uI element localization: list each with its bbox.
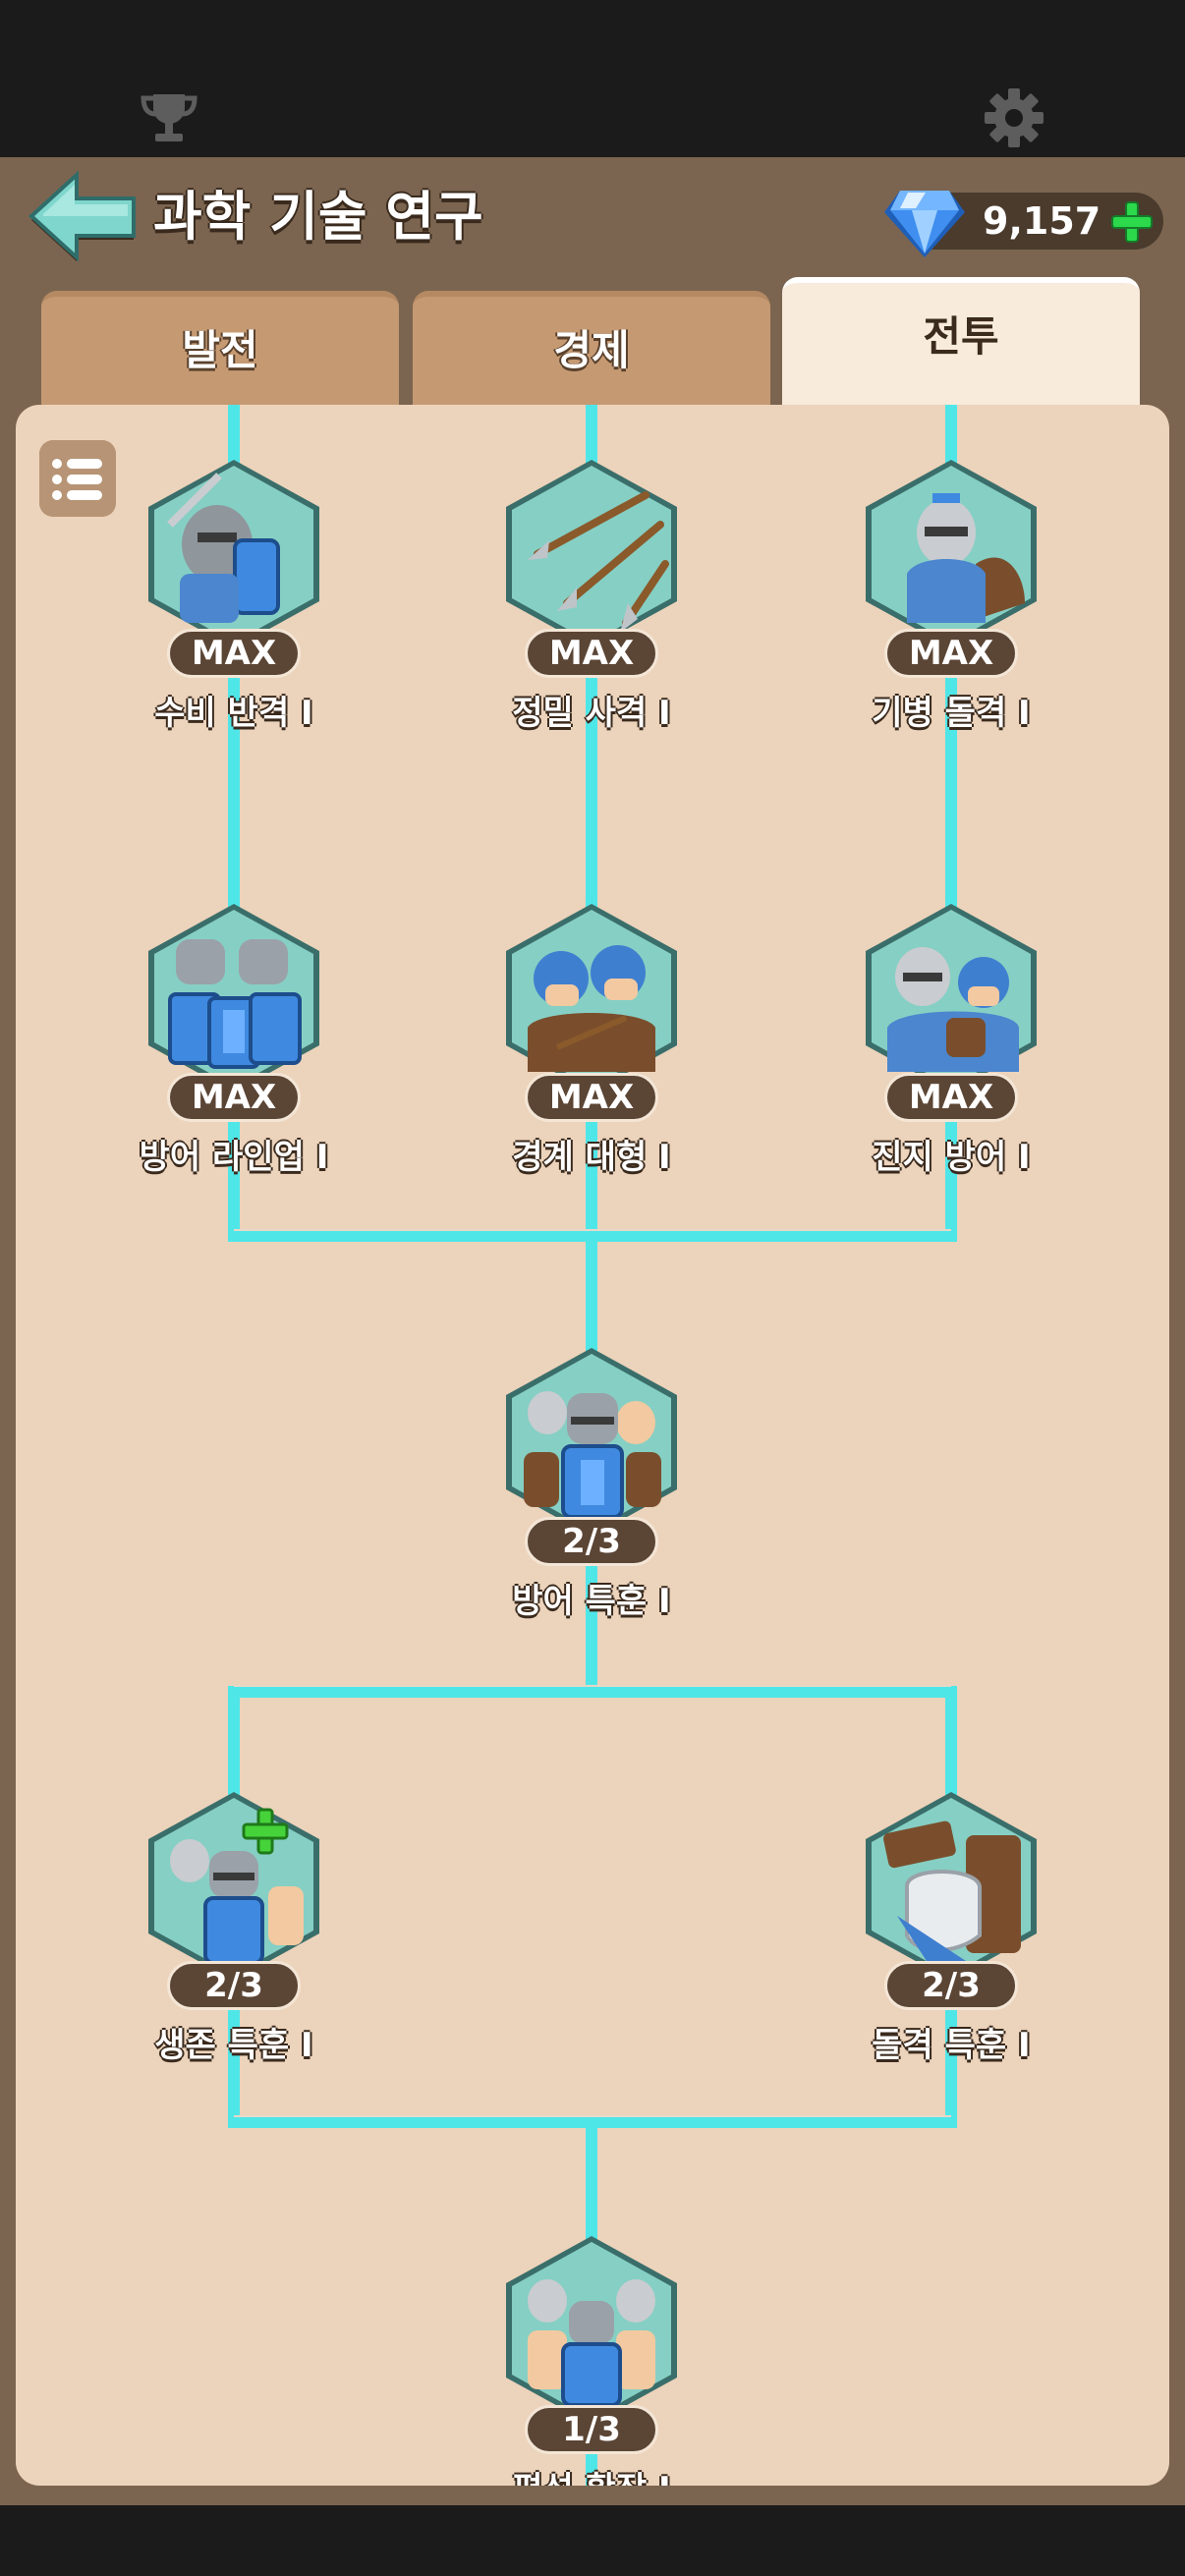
tech-node-defensive-counter[interactable]: MAX 수비 반격 I xyxy=(141,456,327,733)
list-icon[interactable] xyxy=(39,440,116,517)
soldiers-formation-icon xyxy=(506,904,677,1092)
tech-node-alert-formation[interactable]: MAX 경계 대형 I xyxy=(498,900,685,1177)
plus-icon[interactable] xyxy=(1110,200,1154,244)
level-badge: MAX xyxy=(525,1073,658,1122)
tech-node-defense-training[interactable]: 2/3 방어 특훈 I xyxy=(498,1344,685,1621)
tech-label: 방어 특훈 I xyxy=(512,1582,671,1621)
tech-label: 방어 라인업 I xyxy=(139,1138,329,1177)
level-badge: 2/3 xyxy=(884,1961,1018,2010)
trophy-icon[interactable] xyxy=(138,86,200,149)
army-expansion-icon xyxy=(506,2236,677,2425)
back-arrow-icon[interactable] xyxy=(24,169,140,263)
tech-label: 경계 대형 I xyxy=(512,1138,671,1177)
tab-economy[interactable]: 경제 xyxy=(413,291,770,409)
arrows-icon xyxy=(506,460,677,648)
defense-squad-icon xyxy=(506,1348,677,1537)
tech-label: 생존 특훈 I xyxy=(154,2026,313,2065)
tech-label: 수비 반격 I xyxy=(154,694,313,733)
tech-label: 편성 확장 I xyxy=(420,2462,763,2486)
level-badge: MAX xyxy=(884,1073,1018,1122)
fist-hammer-icon xyxy=(866,1792,1037,1981)
tech-label: 돌격 특훈 I xyxy=(872,2026,1031,2065)
shield-wall-icon xyxy=(148,904,319,1092)
tech-node-survival-training[interactable]: 2/3 생존 특훈 I xyxy=(141,1788,327,2065)
gear-icon[interactable] xyxy=(983,86,1045,149)
navigation-area xyxy=(0,2505,1185,2576)
tech-node-formation-expansion[interactable]: 1/3 편성 확장 I xyxy=(498,2232,685,2486)
page-title: 과학 기술 연구 xyxy=(153,186,483,248)
tech-label: 진지 방어 I xyxy=(872,1138,1031,1177)
tab-development[interactable]: 발전 xyxy=(41,291,399,409)
tech-label: 정밀 사격 I xyxy=(512,694,671,733)
tech-node-assault-training[interactable]: 2/3 돌격 특훈 I xyxy=(858,1788,1044,2065)
knights-defense-icon xyxy=(866,904,1037,1092)
level-badge: 2/3 xyxy=(167,1961,301,2010)
level-badge: MAX xyxy=(167,629,301,678)
tech-node-defense-lineup[interactable]: MAX 방어 라인업 I xyxy=(140,900,328,1177)
status-area xyxy=(0,0,1185,157)
level-badge: MAX xyxy=(884,629,1018,678)
level-badge: MAX xyxy=(525,629,658,678)
level-badge: MAX xyxy=(167,1073,301,1122)
diamond-icon xyxy=(884,191,965,257)
survival-squad-icon xyxy=(148,1792,319,1981)
level-badge: 1/3 xyxy=(525,2405,658,2454)
tech-node-precision-shot[interactable]: MAX 정밀 사격 I xyxy=(498,456,685,733)
cavalry-knight-icon xyxy=(866,460,1037,648)
tech-label: 기병 돌격 I xyxy=(872,694,1031,733)
tab-combat[interactable]: 전투 xyxy=(782,277,1140,411)
gem-count: 9,157 xyxy=(983,199,1101,243)
tech-node-position-defense[interactable]: MAX 진지 방어 I xyxy=(858,900,1044,1177)
knight-shield-icon xyxy=(148,460,319,648)
tech-tree-panel: MAX 수비 반격 I MAX 정밀 사격 I xyxy=(16,405,1169,2486)
tech-node-cavalry-charge[interactable]: MAX 기병 돌격 I xyxy=(858,456,1044,733)
level-badge: 2/3 xyxy=(525,1517,658,1566)
